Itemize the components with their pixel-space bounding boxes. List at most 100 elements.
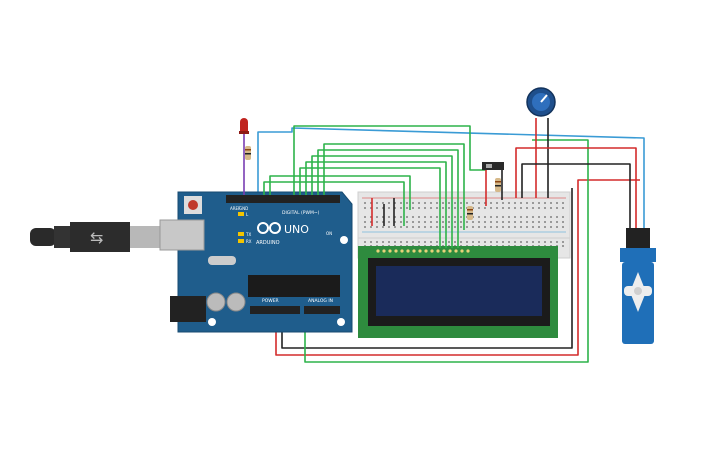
breadboard-hole — [406, 202, 408, 204]
reset-button-cap[interactable] — [188, 200, 198, 210]
breadboard-hole — [412, 241, 414, 243]
switch-body — [482, 162, 504, 170]
wire-d1[interactable] — [323, 143, 465, 230]
breadboard-hole — [478, 226, 480, 228]
breadboard-hole — [388, 207, 390, 209]
breadboard-hole — [538, 241, 540, 243]
wire-d4[interactable] — [305, 161, 447, 248]
breadboard-hole — [544, 202, 546, 204]
wire-servo-gnd[interactable] — [521, 163, 631, 228]
breadboard-hole — [412, 226, 414, 228]
breadboard-hole — [520, 202, 522, 204]
breadboard-hole — [460, 216, 462, 218]
breadboard-hole — [508, 241, 510, 243]
breadboard-hole — [544, 207, 546, 209]
breadboard-hole — [478, 241, 480, 243]
wire-d2[interactable] — [317, 149, 459, 248]
resistor-lcd[interactable] — [467, 206, 473, 220]
breadboard-hole — [370, 221, 372, 223]
breadboard-hole — [532, 226, 534, 228]
breadboard-hole — [406, 216, 408, 218]
breadboard-hole — [370, 216, 372, 218]
breadboard-hole — [514, 216, 516, 218]
wire-d3[interactable] — [311, 155, 453, 248]
lcd-pin — [454, 249, 458, 253]
micro-servo[interactable] — [620, 228, 656, 344]
lcd-pin — [412, 249, 416, 253]
breadboard-hole — [484, 202, 486, 204]
usb-icon: ⇆ — [90, 228, 103, 247]
breadboard-hole — [520, 221, 522, 223]
breadboard-hole — [472, 226, 474, 228]
breadboard-hole — [550, 221, 552, 223]
wire-servo-vcc[interactable] — [515, 147, 637, 228]
breadboard-hole — [502, 221, 504, 223]
breadboard-hole — [526, 216, 528, 218]
breadboard-hole — [436, 221, 438, 223]
breadboard-hole — [532, 221, 534, 223]
breadboard-hole — [412, 207, 414, 209]
breadboard-hole — [478, 202, 480, 204]
breadboard-hole — [496, 241, 498, 243]
mount-hole-2 — [340, 236, 348, 244]
capacitor-2 — [226, 292, 246, 312]
wire-d5[interactable] — [299, 167, 441, 248]
breadboard-hole — [424, 207, 426, 209]
servo-hub — [634, 287, 642, 295]
lcd-pin — [430, 249, 434, 253]
arduino-logo-text: ARDUINO — [256, 240, 280, 246]
breadboard-hole — [370, 241, 372, 243]
breadboard-hole — [538, 207, 540, 209]
breadboard-hole — [370, 202, 372, 204]
lcd-module[interactable] — [358, 246, 558, 338]
wire-analog-loop[interactable] — [304, 139, 589, 363]
wire-d7[interactable] — [293, 125, 486, 195]
breadboard-hole — [514, 221, 516, 223]
breadboard-hole — [472, 241, 474, 243]
slide-switch[interactable] — [482, 162, 504, 170]
breadboard-hole — [466, 202, 468, 204]
breadboard-hole — [556, 207, 558, 209]
breadboard-hole — [442, 202, 444, 204]
wire-d11[interactable] — [269, 175, 411, 210]
power-header — [250, 306, 300, 314]
usb-strain — [54, 226, 70, 248]
usb-cable[interactable]: ⇆ — [30, 222, 164, 252]
breadboard-hole — [556, 221, 558, 223]
breadboard-hole — [496, 202, 498, 204]
arduino-board[interactable]: TX RX L ON AREF GND ARDUINO UNO DIGITAL … — [159, 191, 353, 333]
wire-servo-signal[interactable] — [257, 127, 645, 228]
breadboard-hole — [418, 226, 420, 228]
resistor-switch[interactable] — [495, 178, 501, 192]
resistor-led[interactable] — [245, 146, 251, 160]
breadboard-hole — [562, 241, 564, 243]
breadboard-hole — [526, 207, 528, 209]
breadboard-hole — [388, 221, 390, 223]
breadboard-hole — [454, 216, 456, 218]
breadboard-hole — [376, 226, 378, 228]
breadboard-hole — [508, 216, 510, 218]
breadboard-hole — [496, 226, 498, 228]
breadboard-hole — [448, 221, 450, 223]
red-led[interactable] — [239, 118, 249, 134]
breadboard-hole — [538, 226, 540, 228]
wire-5v-loop[interactable] — [275, 179, 640, 356]
breadboard-hole — [400, 216, 402, 218]
analog-header — [304, 306, 340, 314]
digital-label: DIGITAL (PWM~) — [282, 210, 320, 216]
switch-knob[interactable] — [486, 164, 492, 168]
breadboard-hole — [430, 221, 432, 223]
breadboard-hole — [454, 221, 456, 223]
breadboard-hole — [466, 226, 468, 228]
breadboard-hole — [514, 207, 516, 209]
arduino-model: UNO — [284, 223, 309, 236]
potentiometer[interactable] — [526, 87, 556, 117]
breadboard-hole — [436, 202, 438, 204]
atmega-chip — [248, 275, 340, 297]
breadboard-hole — [562, 226, 564, 228]
wire-d12[interactable] — [263, 181, 405, 226]
breadboard-hole — [388, 241, 390, 243]
breadboard-hole — [376, 241, 378, 243]
breadboard-hole — [490, 221, 492, 223]
breadboard-hole — [544, 241, 546, 243]
